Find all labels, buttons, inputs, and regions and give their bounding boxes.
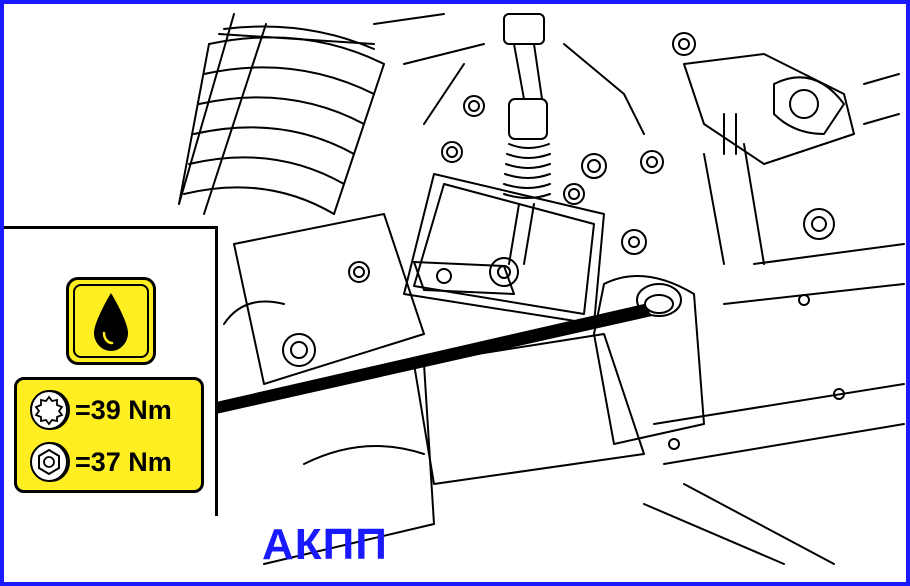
torque-value: =37 Nm — [75, 446, 172, 477]
torque-row: =37 Nm — [25, 438, 172, 486]
torque-row: =39 Nm — [25, 386, 172, 434]
oil-badge — [66, 277, 156, 365]
legend-panel: =39 Nm =37 Nm — [4, 226, 218, 516]
torque-value: =39 Nm — [75, 394, 172, 425]
hex-bolt-icon — [30, 442, 70, 482]
mount-bracket — [683, 53, 900, 265]
frame-rail — [643, 243, 905, 565]
fill-plug-housing — [413, 275, 705, 485]
figure-caption: АКПП — [262, 520, 388, 569]
transmission-line-drawing — [178, 13, 905, 565]
leader-line — [216, 304, 652, 414]
oil-drop-icon — [94, 293, 128, 351]
torque-specs: =39 Nm =37 Nm — [14, 377, 204, 493]
bolts — [282, 32, 835, 367]
bellows-boot — [178, 13, 385, 215]
shift-cable — [503, 13, 551, 265]
selector-plate — [403, 173, 605, 325]
splined-bolt-icon — [30, 390, 70, 430]
